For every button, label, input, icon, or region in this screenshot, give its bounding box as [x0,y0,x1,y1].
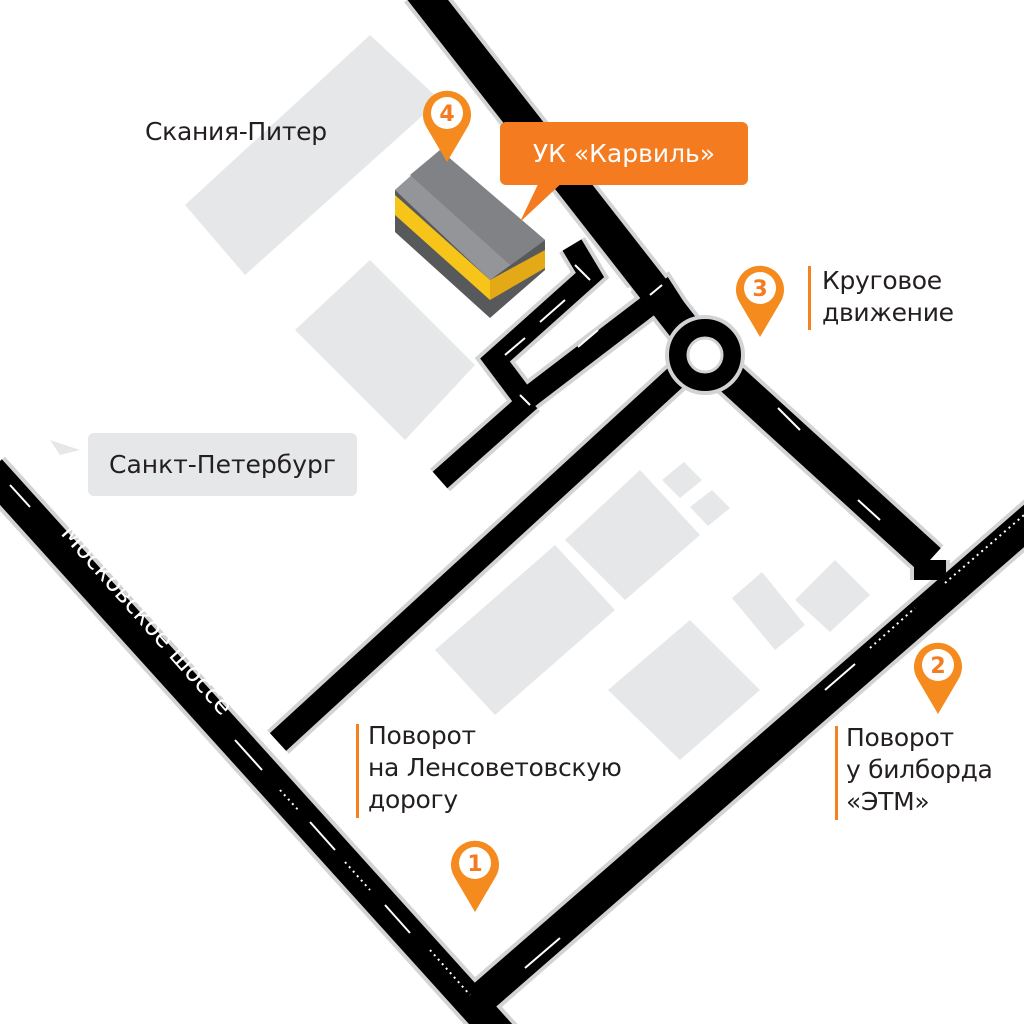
waypoint-3-label: Круговое движение [822,265,954,329]
block [565,470,700,600]
block [435,545,615,715]
landmark-label: Скания-Питер [145,117,327,146]
road-loop [480,239,605,407]
road-connector [269,346,709,751]
pin-number: 1 [467,852,482,877]
label-accent-bar [356,724,359,818]
destination-callout: УК «Карвиль» [500,122,748,185]
label-accent-bar [808,266,811,330]
city-label: Санкт-Петербург [88,433,357,496]
lane-markings [9,264,1024,996]
building-karvil [395,150,545,318]
label-line: движение [822,298,954,327]
city-blocks [50,35,870,760]
block [690,490,730,526]
waypoint-1-label: Поворот на Ленсоветовскую дорогу [368,720,622,816]
pin-3[interactable]: 3 [736,265,785,337]
pin-number: 4 [439,102,454,127]
waypoint-2-label: Поворот у билборда «ЭТМ» [846,722,993,818]
block [795,560,870,632]
label-line: «ЭТМ» [846,787,930,816]
label-accent-bar [835,726,838,820]
road-lensovetovskaya [474,504,1024,1008]
label-line: Поворот [846,723,954,752]
block [185,35,440,275]
roundabout-island [686,336,724,374]
label-line: Круговое [822,266,942,295]
pin-number: 2 [930,654,945,679]
block [295,260,475,440]
pin-number: 3 [752,277,767,302]
pin-1[interactable]: 1 [451,840,500,912]
block [732,572,805,650]
block [50,440,80,455]
pin-2[interactable]: 2 [914,642,962,714]
road-access [432,391,538,489]
pin-4[interactable]: 4 [423,90,471,162]
block [662,462,702,498]
label-line: на Ленсоветовскую [368,753,622,782]
label-line: Поворот [368,721,476,750]
dots [594,287,632,318]
callout-tail [520,180,565,222]
label-line: дорогу [368,785,458,814]
block [608,620,760,760]
label-line: у билборда [846,755,993,784]
